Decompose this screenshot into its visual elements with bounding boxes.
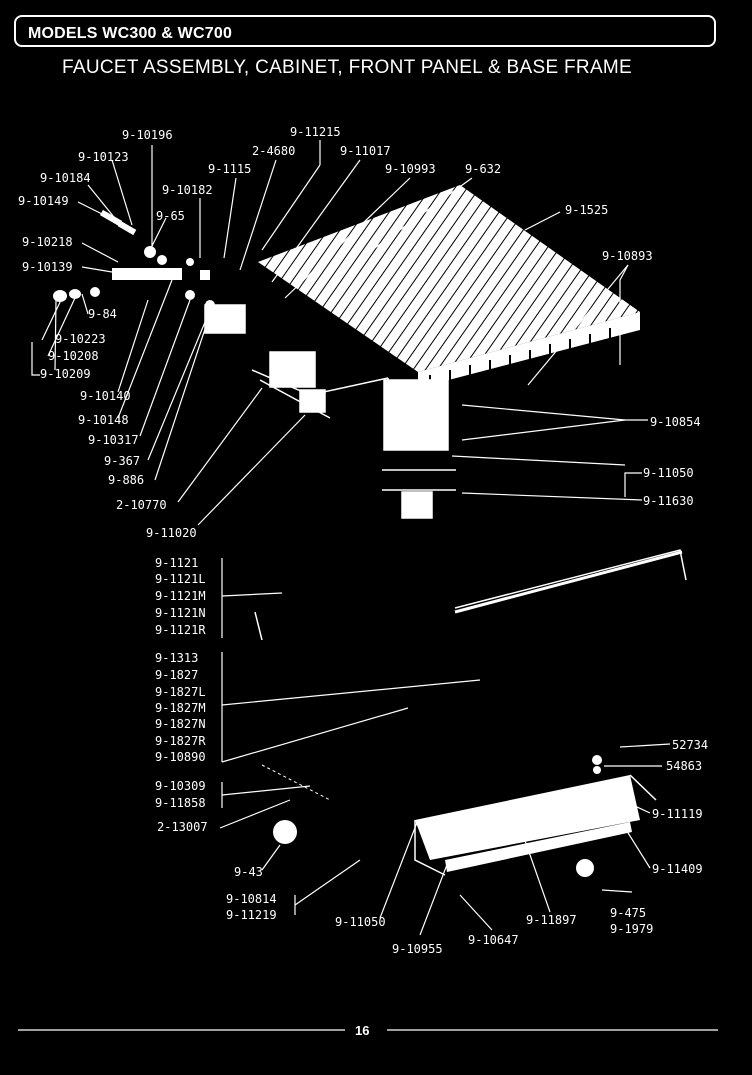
part-label: 9-1121N	[155, 606, 206, 620]
part-label: 9-1827R	[155, 734, 206, 748]
part-label: 9-10317	[88, 433, 139, 447]
part-label: 9-1121	[155, 556, 199, 570]
part-label: 9-11897	[526, 913, 577, 927]
part-label: 9-1827L	[155, 685, 206, 699]
part-label: 9-11119	[652, 807, 703, 821]
part-label: 52734	[672, 738, 709, 752]
part-label: 9-10123	[78, 150, 129, 164]
part-label: 9-65	[156, 209, 185, 223]
part-label: 2-10770	[116, 498, 167, 512]
part-label: 9-11020	[146, 526, 197, 540]
part-label: 9-10893	[602, 249, 653, 263]
part-label: 9-10196	[122, 128, 173, 142]
part-label: 9-10955	[392, 942, 443, 956]
part-label: 9-10149	[18, 194, 69, 208]
base-frame	[261, 755, 657, 877]
cabinet-body	[204, 304, 456, 519]
part-label: 9-367	[104, 454, 141, 468]
part-label: 9-11219	[226, 908, 277, 922]
part-label: 9-10184	[40, 171, 91, 185]
leader-lines	[18, 140, 718, 1031]
part-label: 54863	[666, 759, 703, 773]
part-label: 9-10139	[22, 260, 73, 274]
part-label: 9-11017	[340, 144, 391, 158]
part-label: 9-632	[465, 162, 502, 176]
part-label: 9-1121L	[155, 572, 206, 586]
part-label: 9-10208	[48, 349, 99, 363]
faucet-parts	[53, 209, 215, 310]
part-label: 9-10647	[468, 933, 519, 947]
part-label: 9-10890	[155, 750, 206, 764]
part-label: 9-11858	[155, 796, 206, 810]
part-label: 9-11409	[652, 862, 703, 876]
part-label: 9-10218	[22, 235, 73, 249]
part-label: 2-4680	[252, 144, 296, 158]
front-panel	[254, 549, 687, 641]
part-label: 9-1313	[155, 651, 199, 665]
part-label: 9-10854	[650, 415, 701, 429]
part-label: 9-11630	[643, 494, 694, 508]
header-frame	[14, 15, 716, 47]
part-label: 9-84	[88, 307, 117, 321]
part-label: 9-11215	[290, 125, 341, 139]
part-label: 9-10182	[162, 183, 213, 197]
part-label: 9-1827M	[155, 701, 206, 715]
part-label: 9-10209	[40, 367, 91, 381]
part-label: 9-10148	[78, 413, 129, 427]
diagram-title: FAUCET ASSEMBLY, CABINET, FRONT PANEL & …	[62, 57, 633, 78]
part-label: 9-43	[234, 865, 263, 879]
part-label: 9-1525	[565, 203, 609, 217]
part-label: 9-1121M	[155, 589, 206, 603]
part-label: 9-1827	[155, 668, 199, 682]
part-label: 9-886	[108, 473, 145, 487]
part-label: 9-1115	[208, 162, 252, 176]
part-label: 9-10309	[155, 779, 206, 793]
part-label: 9-1121R	[155, 623, 206, 637]
part-label: 9-10814	[226, 892, 277, 906]
part-label: 9-10140	[80, 389, 131, 403]
models-title: MODELS WC300 & WC700	[28, 25, 233, 42]
part-label: 9-475	[610, 906, 647, 920]
page-number: 16	[355, 1023, 370, 1038]
part-label: 2-13007	[157, 820, 208, 834]
part-label: 9-1979	[610, 922, 654, 936]
part-label: 9-1827N	[155, 717, 206, 731]
part-label: 9-11050	[335, 915, 386, 929]
part-label: 9-10993	[385, 162, 436, 176]
part-label: 9-11050	[643, 466, 694, 480]
part-label: 9-10223	[55, 332, 106, 346]
